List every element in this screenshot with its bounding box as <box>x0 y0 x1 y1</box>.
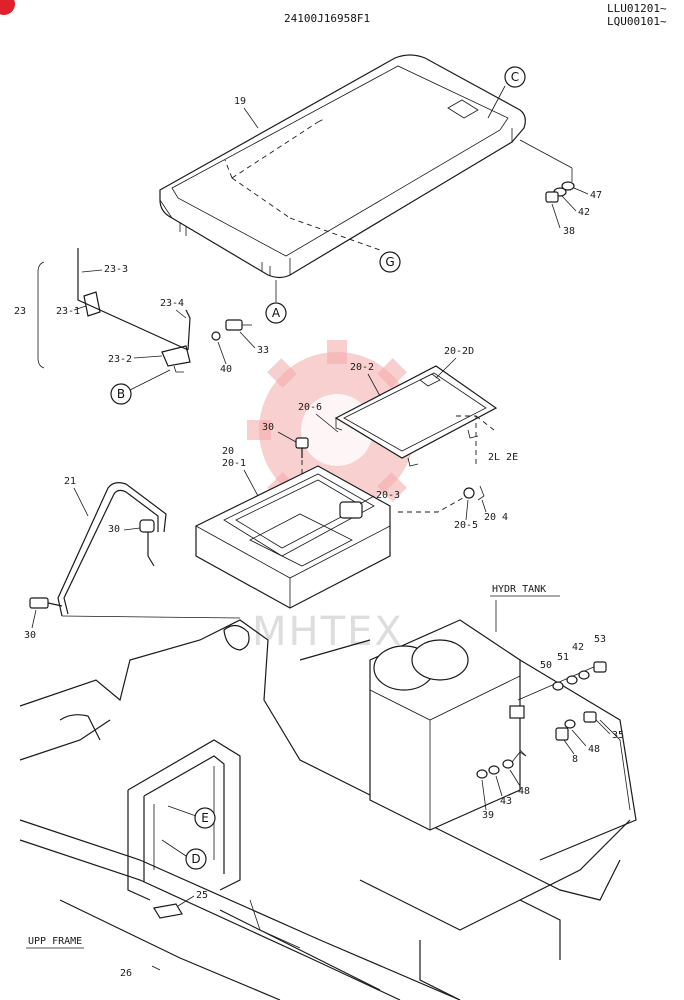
svg-text:G: G <box>385 255 394 269</box>
part-51-label: 51 <box>557 652 569 663</box>
part-21-label: 21 <box>64 476 76 487</box>
part-39-label: 39 <box>482 810 494 821</box>
ref-circle-d: D <box>185 848 207 870</box>
part-20-3-label: 20-3 <box>376 490 400 501</box>
part-20-2-label: 20-2 <box>350 362 374 373</box>
part-23-label: 23 <box>14 306 26 317</box>
part-20-4-label: 20 4 <box>484 512 508 523</box>
ref-circle-g: G <box>379 251 401 273</box>
part-35-label: 35 <box>612 730 624 741</box>
part-47-label: 47 <box>590 190 602 201</box>
ref-circle-c: C <box>504 66 526 88</box>
upp-frame-label: UPP FRAME <box>28 936 82 947</box>
part-20-2d-label: 20-2D <box>444 346 474 357</box>
part-48-label-a: 48 <box>588 744 600 755</box>
fastener-20-4-20-5 <box>463 485 485 501</box>
battery-box-20 <box>195 465 391 609</box>
part-20-6-label: 20-6 <box>298 402 322 413</box>
battery-lid-20-2 <box>334 365 498 467</box>
part-43-label: 43 <box>500 796 512 807</box>
ref-circle-b: B <box>110 383 132 405</box>
part-50-label: 50 <box>540 660 552 671</box>
part-2l-2e-label: 2L 2E <box>488 452 518 463</box>
svg-text:E: E <box>201 811 209 825</box>
part-33-label: 33 <box>257 345 269 356</box>
svg-text:C: C <box>511 70 519 84</box>
part-30-label-b: 30 <box>108 524 120 535</box>
cover-panel <box>159 54 526 279</box>
tank-hardware <box>476 661 607 779</box>
ref-circle-a: A <box>265 302 287 324</box>
part-23-2-label: 23-2 <box>108 354 132 365</box>
doc-code: 24100J16958F1 <box>284 12 370 25</box>
watermark-text: MHTEX <box>252 609 404 655</box>
part-38-label: 38 <box>563 226 575 237</box>
upper-frame <box>19 619 631 1000</box>
bolt-30-rod <box>139 519 155 567</box>
part-40-label: 40 <box>220 364 232 375</box>
svg-text:D: D <box>191 852 200 866</box>
part-23-3-label: 23-3 <box>104 264 128 275</box>
latch-bracket-23 <box>37 248 252 373</box>
part-42-label-top: 42 <box>578 207 590 218</box>
serial-range-2: LQU00101~ <box>607 15 667 28</box>
ref-circle-e: E <box>194 807 216 829</box>
part-42-label-bottom: 42 <box>572 642 584 653</box>
part-20-label: 20 <box>222 446 234 457</box>
clip-25 <box>153 903 183 919</box>
hydraulic-tank <box>299 619 637 861</box>
part-25-label: 25 <box>196 890 208 901</box>
serial-range-1: LLU01201~ <box>607 2 667 15</box>
part-19-label: 19 <box>234 96 246 107</box>
part-30-label-a: 30 <box>262 422 274 433</box>
svg-text:A: A <box>272 306 281 320</box>
corner-badge-icon <box>0 0 15 15</box>
part-23-4-label: 23-4 <box>160 298 184 309</box>
part-53-label: 53 <box>594 634 606 645</box>
part-20-5-label: 20-5 <box>454 520 478 531</box>
part-48-label-b: 48 <box>518 786 530 797</box>
part-8-label: 8 <box>572 754 578 765</box>
part-20-1-label: 20-1 <box>222 458 246 469</box>
part-23-1-label: 23-1 <box>56 306 80 317</box>
hardware-47-42-38 <box>519 139 575 203</box>
support-rod-21 <box>57 482 241 619</box>
hydr-tank-label: HYDR TANK <box>492 584 546 595</box>
part-30-label-c: 30 <box>24 630 36 641</box>
svg-text:B: B <box>117 387 125 401</box>
part-26-label: 26 <box>120 968 132 979</box>
bolt-30-left <box>29 597 63 609</box>
